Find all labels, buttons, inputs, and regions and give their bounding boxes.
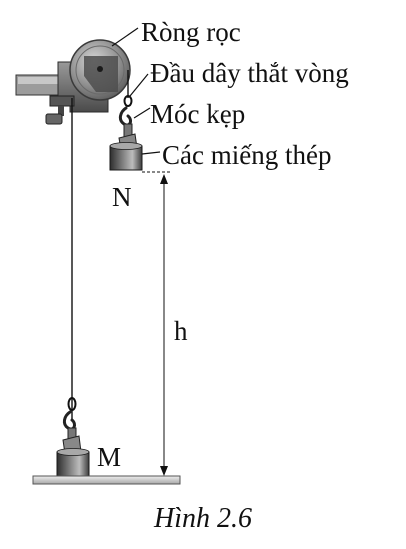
steel-weights-m <box>56 435 90 477</box>
loop-hook-top <box>118 95 133 141</box>
leader-lines <box>111 27 161 155</box>
base-plate <box>32 475 181 485</box>
label-steel-pieces: Các miếng thép <box>162 140 332 170</box>
steel-weights-n <box>109 133 143 171</box>
height-arrow <box>160 174 168 476</box>
label-clamp-hook: Móc kẹp <box>150 99 246 129</box>
pulley-wheel <box>69 39 131 101</box>
label-pulley: Ròng rọc <box>141 17 241 47</box>
label-point-n: N <box>112 182 132 212</box>
figure-caption: Hình 2.6 <box>154 503 252 534</box>
label-loop-end: Đầu dây thắt vòng <box>150 58 349 88</box>
label-point-m: M <box>97 442 122 472</box>
loop-hook-bottom <box>62 397 77 445</box>
label-height: h <box>174 316 188 346</box>
